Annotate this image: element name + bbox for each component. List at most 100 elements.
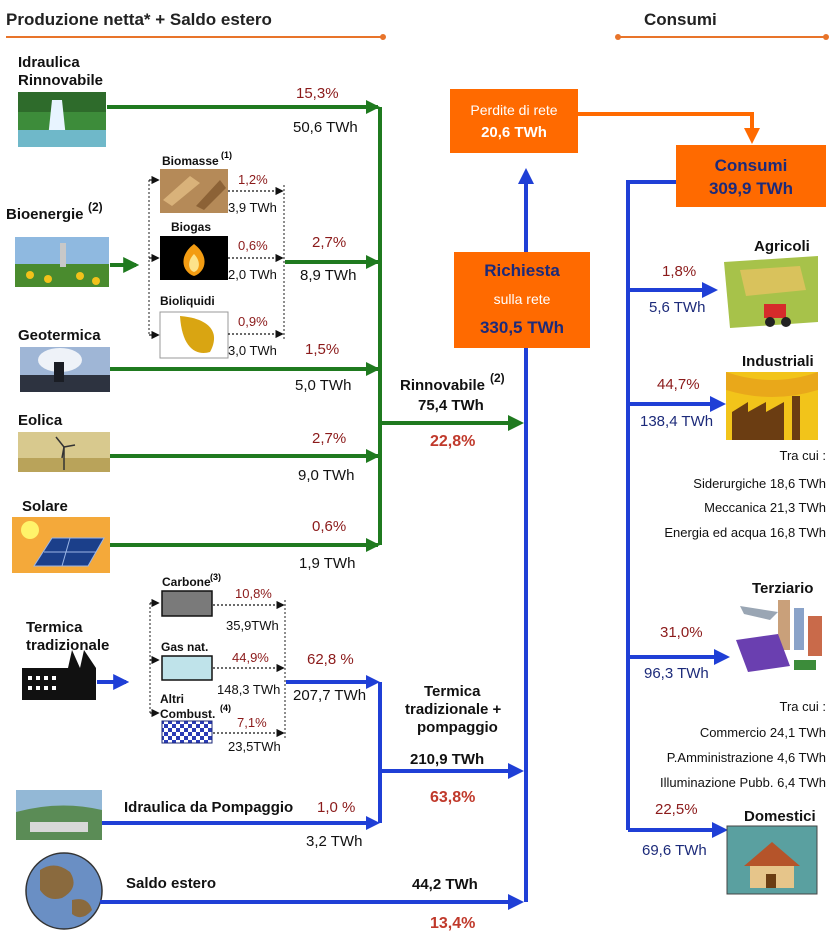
solar-arrowhead bbox=[366, 538, 380, 552]
losses-to-consumption-arrowhead bbox=[744, 128, 760, 144]
geothermal-label: Geotermica bbox=[18, 327, 101, 344]
losses-box-title: Perdite di rete bbox=[470, 102, 557, 118]
coal-superscript: (3) bbox=[210, 572, 221, 582]
pumped-pct: 1,0 % bbox=[317, 799, 355, 816]
biomass-value: 3,9 TWh bbox=[228, 200, 277, 215]
foreign-arrowhead bbox=[508, 894, 524, 910]
industry-detail-mechanics: Meccanica 21,3 TWh bbox=[704, 500, 826, 515]
renewable-superscript: (2) bbox=[490, 371, 505, 385]
production-header: Produzione netta* + Saldo estero bbox=[6, 10, 272, 29]
bioliquids-value: 3,0 TWh bbox=[228, 343, 277, 358]
foreign-value: 44,2 TWh bbox=[412, 876, 478, 893]
consumption-header-dot-left bbox=[615, 34, 621, 40]
biogas-pct: 0,6% bbox=[238, 238, 268, 253]
bioenergy-label-superscript: (2) bbox=[88, 200, 103, 214]
consumption-trunk-line bbox=[626, 180, 676, 830]
wind-value: 9,0 TWh bbox=[298, 467, 354, 484]
hydro-label-line1: Idraulica bbox=[18, 54, 80, 71]
house-icon bbox=[726, 825, 818, 895]
hydro-arrowhead bbox=[366, 100, 380, 114]
losses-to-consumption-line bbox=[578, 112, 754, 130]
geothermal-arrowhead bbox=[366, 362, 380, 376]
globe-icon bbox=[25, 852, 103, 930]
gas-label: Gas nat. bbox=[161, 640, 208, 654]
biogas-flame-icon bbox=[160, 236, 228, 280]
demand-box-subtitle: sulla rete bbox=[494, 291, 551, 307]
bioenergy-value: 8,9 TWh bbox=[300, 267, 356, 284]
tertiary-value: 96,3 TWh bbox=[644, 665, 709, 682]
wind-pct: 2,7% bbox=[312, 430, 346, 447]
other-fuels-label-line1: Altri bbox=[160, 692, 184, 706]
renewable-pct: 22,8% bbox=[430, 433, 475, 450]
losses-box-value: 20,6 TWh bbox=[481, 124, 547, 141]
factory-icon bbox=[22, 650, 96, 700]
demand-box bbox=[454, 252, 590, 348]
bioliquids-pct: 0,9% bbox=[238, 314, 268, 329]
pumped-label: Idraulica da Pompaggio bbox=[124, 799, 293, 816]
tertiary-among: Tra cui : bbox=[780, 699, 826, 714]
pumped-arrowhead bbox=[366, 816, 380, 830]
thermal-label-line2: tradizionale bbox=[26, 637, 109, 654]
waterfall-icon bbox=[18, 92, 106, 147]
renewable-label: Rinnovabile bbox=[400, 377, 485, 394]
tertiary-pct: 31,0% bbox=[660, 624, 703, 641]
biogas-value: 2,0 TWh bbox=[228, 267, 277, 282]
production-header-dot bbox=[380, 34, 386, 40]
tertiary-detail-public-admin: P.Amministrazione 4,6 TWh bbox=[667, 750, 826, 765]
pumped-storage-icon bbox=[16, 790, 102, 840]
bioenergy-arrowhead bbox=[366, 255, 380, 269]
other-fuels-superscript: (4) bbox=[220, 703, 231, 713]
thermal-pump-label-line2: tradizionale + bbox=[405, 701, 502, 718]
agriculture-arrowhead bbox=[702, 282, 718, 298]
agriculture-value: 5,6 TWh bbox=[649, 299, 705, 316]
thermal-pump-value: 210,9 TWh bbox=[410, 751, 484, 768]
tertiary-detail-street-lighting: Illuminazione Pubb. 6,4 TWh bbox=[660, 775, 826, 790]
tertiary-office-icon bbox=[736, 600, 822, 672]
demand-box-value: 330,5 TWh bbox=[480, 318, 564, 337]
gas-value: 148,3 TWh bbox=[217, 682, 280, 697]
hydro-label-line2: Rinnovabile bbox=[18, 72, 103, 89]
agriculture-pct: 1,8% bbox=[662, 263, 696, 280]
tertiary-label: Terziario bbox=[752, 580, 813, 597]
consumption-box bbox=[676, 145, 826, 207]
consumption-header-dot-right bbox=[823, 34, 829, 40]
renewable-arrowhead bbox=[508, 415, 524, 431]
hydro-pct: 15,3% bbox=[296, 85, 339, 102]
coal-block-icon bbox=[161, 590, 213, 617]
gas-pct: 44,9% bbox=[232, 650, 269, 665]
solar-pct: 0,6% bbox=[312, 518, 346, 535]
other-fuels-block-icon bbox=[161, 720, 213, 744]
domestic-pct: 22,5% bbox=[655, 801, 698, 818]
biomass-superscript: (1) bbox=[221, 150, 232, 160]
biomass-pct: 1,2% bbox=[238, 172, 268, 187]
industry-pct: 44,7% bbox=[657, 376, 700, 393]
domestic-label: Domestici bbox=[744, 808, 816, 825]
geothermal-value: 5,0 TWh bbox=[295, 377, 351, 394]
biomass-label: Biomasse bbox=[162, 154, 219, 168]
biogas-label: Biogas bbox=[171, 220, 211, 234]
industry-arrowhead bbox=[710, 396, 726, 412]
pumped-value: 3,2 TWh bbox=[306, 833, 362, 850]
thermal-pump-pct: 63,8% bbox=[430, 789, 475, 806]
bioenergy-pct: 2,7% bbox=[312, 234, 346, 251]
industry-among: Tra cui : bbox=[780, 448, 826, 463]
demand-box-title: Richiesta bbox=[484, 261, 560, 280]
tractor-icon bbox=[724, 256, 818, 328]
biomass-icon bbox=[160, 169, 228, 213]
consumption-header: Consumi bbox=[644, 10, 717, 29]
industry-detail-steel: Siderurgiche 18,6 TWh bbox=[693, 476, 826, 491]
thermal-pump-label-line1: Termica bbox=[424, 683, 481, 700]
other-fuels-label-line2: Combust. bbox=[160, 707, 215, 721]
thermal-arrowhead bbox=[366, 675, 380, 689]
losses-box bbox=[450, 89, 578, 153]
bioliquid-drop-icon bbox=[159, 311, 229, 359]
wind-turbine-icon bbox=[18, 432, 110, 472]
renewable-value: 75,4 TWh bbox=[418, 397, 484, 414]
solar-value: 1,9 TWh bbox=[299, 555, 355, 572]
foreign-label: Saldo estero bbox=[126, 875, 216, 892]
geothermal-plant-icon bbox=[20, 347, 110, 392]
coal-label: Carbone bbox=[162, 575, 211, 589]
bioenergy-field-icon bbox=[15, 237, 109, 287]
foreign-pct: 13,4% bbox=[430, 915, 475, 932]
